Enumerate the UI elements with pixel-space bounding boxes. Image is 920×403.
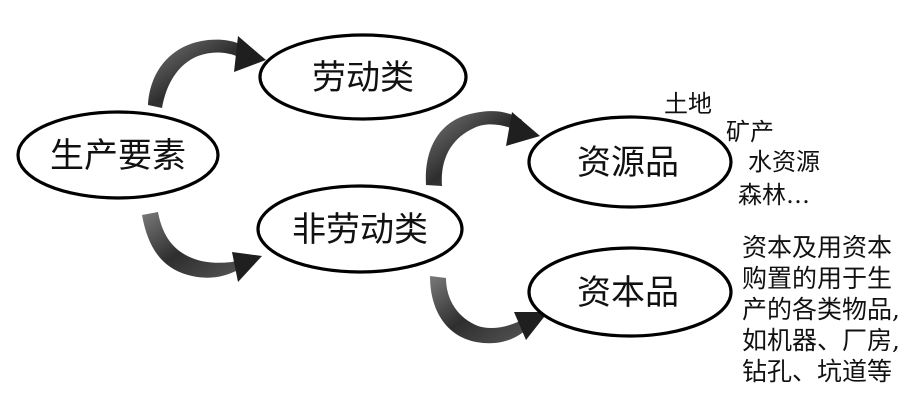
capital-description-line: 资本及用资本: [742, 233, 893, 262]
resource-example-minerals: 矿产: [726, 118, 774, 146]
arrow-nonlabor-to-resource: [425, 111, 540, 186]
capital-description-line: 钻孔、坑道等: [742, 357, 893, 386]
resource-example-forest: 森林…: [738, 181, 810, 209]
node-non-labor-label: 非劳动类: [292, 210, 428, 250]
capital-description-line: 购置的用于生: [742, 264, 893, 293]
node-capital-goods: [527, 246, 733, 338]
node-production-factors-label: 生产要素: [50, 136, 186, 176]
arrow-factors-to-nonlabor: [142, 212, 262, 282]
capital-description-line: 产的各类物品,: [742, 295, 900, 324]
resource-example-water: 水资源: [748, 148, 820, 176]
node-capital-goods-label: 资本品: [577, 273, 679, 313]
capital-description: 资本及用资本 购置的用于生 产的各类物品, 如机器、厂房, 钻孔、坑道等: [742, 232, 900, 387]
node-production-factors: [16, 110, 220, 200]
arrow-nonlabor-to-capital: [430, 276, 548, 344]
node-labor-label: 劳动类: [312, 58, 414, 98]
resource-example-land: 土地: [664, 90, 712, 118]
node-resource-goods-label: 资源品: [577, 143, 679, 183]
node-labor: [258, 33, 468, 121]
node-non-labor: [256, 184, 464, 274]
arrow-factors-to-labor: [148, 36, 266, 108]
node-resource-goods: [527, 115, 733, 209]
capital-description-line: 如机器、厂房,: [742, 326, 900, 355]
